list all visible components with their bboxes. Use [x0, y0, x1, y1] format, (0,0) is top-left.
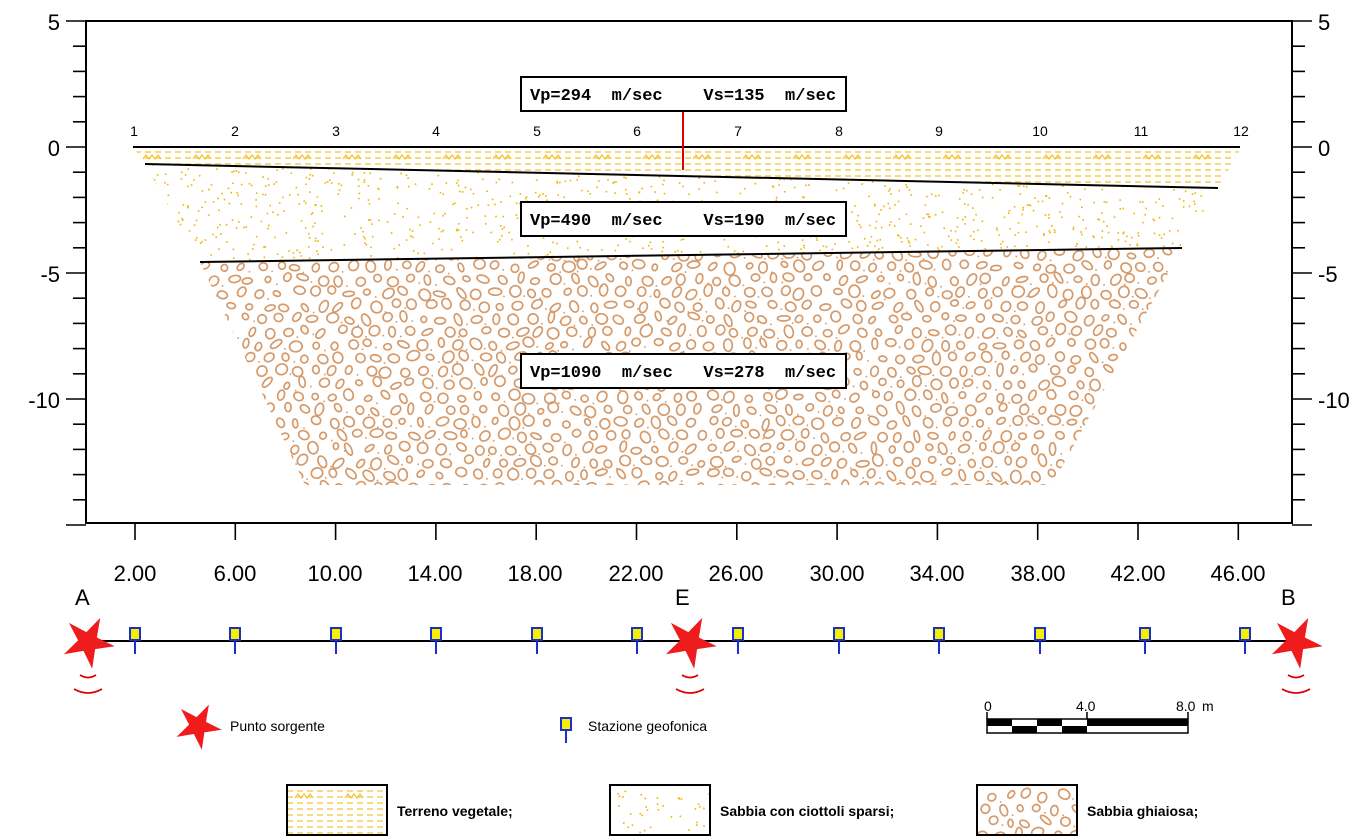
geophone-station-icon [229, 627, 241, 654]
source-legend-label: Punto sorgente [230, 718, 325, 734]
bottom-tick-label: 2.00 [114, 561, 157, 586]
geophone-number: 4 [432, 123, 440, 139]
shot-label-b: B [1281, 585, 1296, 610]
shot-points [63, 617, 1323, 694]
scale-bar: 0 4.0 8.0 m [984, 698, 1214, 734]
geophone-number: 9 [935, 123, 943, 139]
station-legend-label: Stazione geofonica [588, 718, 707, 734]
shot-point-star-icon [1271, 617, 1323, 694]
geophone-number: 1 [130, 123, 138, 139]
axis-ticks [66, 20, 1312, 540]
source-legend-star-icon [176, 704, 222, 750]
legend-sabbia-ghiaiosa: Sabbia ghiaiosa; [976, 784, 1198, 836]
left-tick-label: -5 [40, 262, 60, 287]
bottom-tick-label: 38.00 [1010, 561, 1065, 586]
velocity-box-layer-2: Vp=490 m/sec Vs=190 m/sec [520, 201, 847, 237]
geophone-number: 2 [231, 123, 239, 139]
velocity-box-layer-3: Vp=1090 m/sec Vs=278 m/sec [520, 353, 847, 389]
velocity-label: Vp=1090 m/sec Vs=278 m/sec [530, 364, 836, 383]
refractor-1-line [144, 163, 1219, 189]
right-tick-label: -5 [1318, 262, 1338, 287]
bottom-tick-label: 10.00 [307, 561, 362, 586]
legend-sabbia-ciottoli: Sabbia con ciottoli sparsi; [609, 784, 894, 836]
velocity-label: Vp=294 m/sec Vs=135 m/sec [530, 87, 836, 106]
refractor-2-line [199, 247, 1183, 263]
shot-point-star-icon [665, 617, 717, 694]
right-tick-label: 5 [1318, 10, 1330, 35]
geophone-number: 10 [1032, 123, 1048, 139]
geophone-number: 11 [1134, 123, 1149, 139]
scale-label: 8.0 [1176, 698, 1196, 714]
geophone-station-icon [129, 627, 141, 654]
geophone-station-icon [833, 627, 845, 654]
geophone-number: 12 [1233, 123, 1249, 139]
geophone-station-icon [330, 627, 342, 654]
plot-frame [85, 20, 1293, 524]
right-tick-label: -10 [1318, 388, 1350, 413]
velocity-box-layer-1: Vp=294 m/sec Vs=135 m/sec [520, 76, 847, 112]
geophone-station-icon [1239, 627, 1251, 654]
right-tick-label: 0 [1318, 136, 1330, 161]
legend-material-label: Sabbia ghiaiosa; [1087, 803, 1198, 819]
bottom-tick-label: 18.00 [507, 561, 562, 586]
left-tick-label: -10 [28, 388, 60, 413]
geophone-number: 5 [533, 123, 541, 139]
scale-label: 0 [984, 698, 992, 714]
geophone-station-icon [430, 627, 442, 654]
bottom-tick-label: 22.00 [608, 561, 663, 586]
layer-terreno-vegetale-fill [135, 151, 1240, 188]
bottom-tick-label: 30.00 [809, 561, 864, 586]
left-tick-label: 5 [48, 10, 60, 35]
shot-label-e: E [675, 585, 690, 610]
station-legend-icon [560, 717, 572, 743]
bottom-tick-label: 14.00 [407, 561, 462, 586]
left-axis-labels: 5 0 -5 -10 [28, 10, 60, 413]
legend-terreno-vegetale: Terreno vegetale; [286, 784, 513, 836]
legend-material-label: Terreno vegetale; [397, 803, 513, 819]
geophone-station-icon [933, 627, 945, 654]
geophone-station-icon [732, 627, 744, 654]
legend-material-label: Sabbia con ciottoli sparsi; [720, 803, 894, 819]
bottom-tick-label: 42.00 [1110, 561, 1165, 586]
geophone-number: 7 [734, 123, 742, 139]
right-axis-labels: 5 0 -5 -10 [1318, 10, 1350, 413]
bottom-tick-label: 46.00 [1210, 561, 1265, 586]
geophone-number: 3 [332, 123, 340, 139]
shot-point-star-icon [63, 617, 115, 694]
scale-unit: m [1202, 698, 1214, 714]
velocity-label: Vp=490 m/sec Vs=190 m/sec [530, 212, 836, 231]
left-tick-label: 0 [48, 136, 60, 161]
geophone-station-icon [631, 627, 643, 654]
bottom-tick-label: 6.00 [214, 561, 257, 586]
geophone-station-icon [1139, 627, 1151, 654]
geophone-stations [129, 627, 1251, 654]
geophone-station-icon [531, 627, 543, 654]
bottom-axis-labels: 2.00 6.00 10.00 14.00 18.00 22.00 26.00 … [114, 561, 1266, 586]
geophone-number: 8 [835, 123, 843, 139]
scale-label: 4.0 [1076, 698, 1096, 714]
geophone-station-icon [1034, 627, 1046, 654]
bottom-tick-label: 34.00 [909, 561, 964, 586]
shot-label-a: A [75, 585, 90, 610]
bottom-tick-label: 26.00 [708, 561, 763, 586]
geophone-number: 6 [633, 123, 641, 139]
geophone-numbers: 1 2 3 4 5 6 7 8 9 10 11 12 [130, 123, 1249, 139]
